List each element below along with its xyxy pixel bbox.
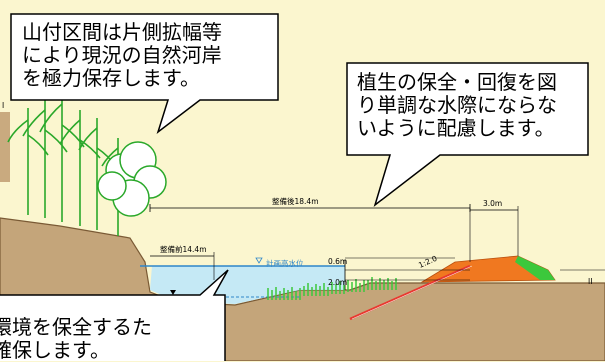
callout-top-right-text: 植生の保全・回復を図 り単調な水際にならな いように配慮します。 <box>357 70 557 140</box>
callout-bottom-left-bubble <box>0 269 229 361</box>
bottom-marker-icon <box>170 290 176 295</box>
depth-label: 2.0m <box>328 278 347 287</box>
after-width-label: 整備後18.4m <box>272 196 319 206</box>
callout-bottom-left-text: 環境を保全するた 確保します。 <box>0 315 152 362</box>
section-mark-right: II <box>588 277 592 286</box>
levee-grass <box>515 256 555 280</box>
revetment-line <box>349 264 471 321</box>
callout-top-right-bubble <box>346 62 589 208</box>
left-inset-panel <box>0 112 10 182</box>
aquatic-vegetation <box>267 277 397 300</box>
design-water-level-label: 計画高水位 <box>266 258 304 268</box>
levee-crown-label: 3.0m <box>483 199 502 208</box>
broadleaf-trees <box>97 141 167 217</box>
before-width-label: 整備前14.4m <box>160 244 207 254</box>
bamboo-trees <box>7 94 119 236</box>
callout-top-left-bubble <box>10 13 279 135</box>
slope-label: 1:2.0 <box>417 254 438 270</box>
freeboard-label: 0.6m <box>328 257 347 266</box>
water-level-marker-icon <box>255 257 263 264</box>
callout-top-left-text: 山付区間は片側拡幅等 により現況の自然河岸 を極力保存します。 <box>22 20 222 90</box>
section-mark-left: I <box>2 101 4 110</box>
